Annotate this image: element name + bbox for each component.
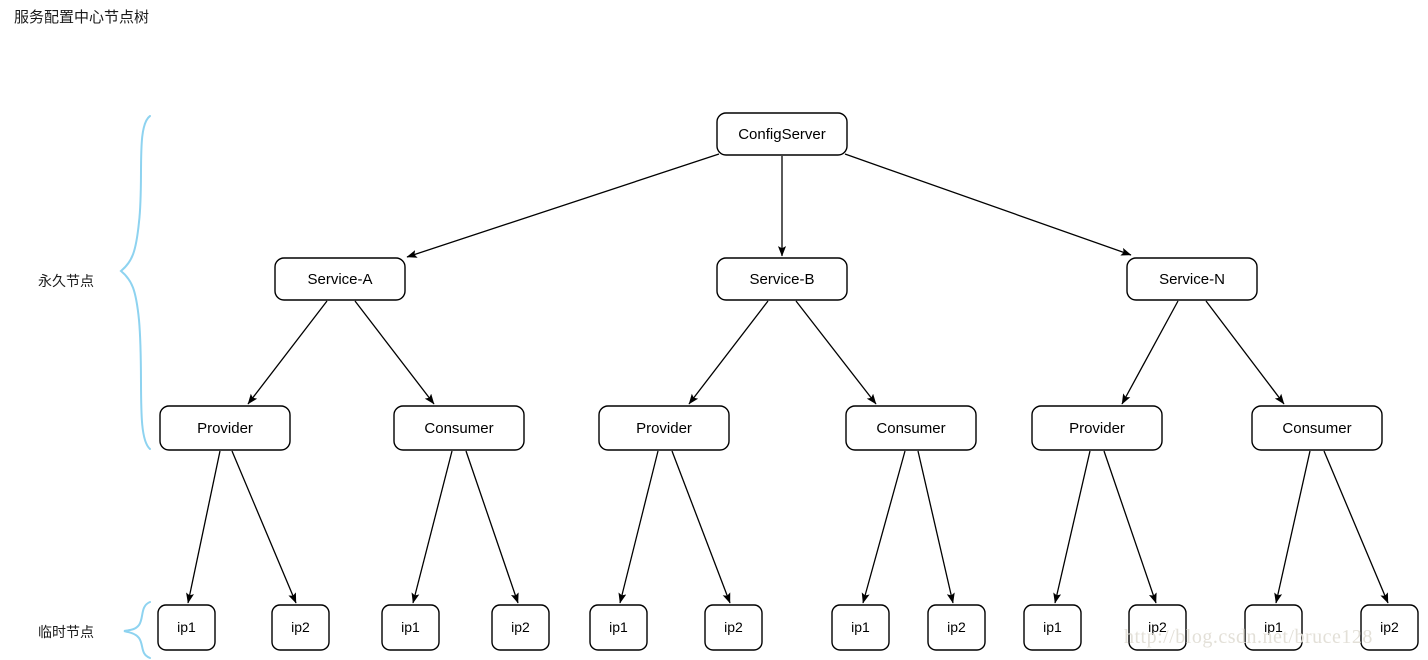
role-node-provider-4[interactable]: Provider	[1031, 405, 1163, 451]
ip-node-box	[381, 604, 440, 651]
ip-node-ip2-3[interactable]: ip2	[491, 604, 550, 651]
ip-node-label: ip2	[1148, 619, 1167, 635]
role-node-consumer-5[interactable]: Consumer	[1251, 405, 1383, 451]
role-node-provider-0[interactable]: Provider	[159, 405, 291, 451]
edge-configserver-to-service-n	[844, 153, 1132, 256]
edge-provider-2-to-ip1	[618, 450, 659, 604]
root-node-configserver-0[interactable]: ConfigServer	[716, 112, 848, 156]
ip-node-ip1-6[interactable]: ip1	[831, 604, 890, 651]
edge-consumer-1-to-ip2	[465, 450, 519, 604]
role-node-box	[845, 405, 977, 451]
ip-node-ip2-11[interactable]: ip2	[1360, 604, 1419, 651]
edge-provider-3-to-ip2	[1103, 450, 1157, 604]
root-node-label: ConfigServer	[738, 126, 826, 143]
ip-node-label: ip1	[851, 619, 870, 635]
ip-node-box	[1023, 604, 1082, 651]
root-node-box	[716, 112, 848, 156]
page-title: 服务配置中心节点树	[14, 9, 150, 26]
role-node-consumer-1[interactable]: Consumer	[393, 405, 525, 451]
ip-node-label: ip1	[177, 619, 196, 635]
edge-provider-1-to-ip2	[231, 450, 297, 604]
ip-node-label: ip2	[1380, 619, 1399, 635]
service-node-box	[716, 257, 848, 301]
edge-service-a-to-consumer-1	[354, 300, 435, 405]
edge-consumer-3-to-ip2	[1323, 450, 1389, 604]
service-node-label: Service-B	[749, 271, 814, 288]
edge-provider-3-to-ip1	[1053, 450, 1091, 604]
ip-node-box	[589, 604, 648, 651]
service-node-box	[274, 257, 406, 301]
ip-node-ip1-2[interactable]: ip1	[381, 604, 440, 651]
service-node-service-n-2[interactable]: Service-N	[1126, 257, 1258, 301]
ip-node-box	[157, 604, 216, 651]
label-ephemeral-nodes: 临时节点	[38, 624, 94, 640]
role-node-box	[598, 405, 730, 451]
ip-node-label: ip2	[724, 619, 743, 635]
ip-node-box	[271, 604, 330, 651]
edge-service-a-to-provider-1	[247, 300, 328, 405]
edge-provider-1-to-ip1	[186, 450, 221, 604]
role-node-label: Consumer	[424, 420, 493, 437]
service-node-box	[1126, 257, 1258, 301]
edge-consumer-3-to-ip1	[1274, 450, 1311, 604]
ip-node-box	[1128, 604, 1187, 651]
ip-node-box	[704, 604, 763, 651]
ip-node-label: ip2	[511, 619, 530, 635]
role-node-label: Provider	[636, 420, 692, 437]
role-node-box	[1251, 405, 1383, 451]
ip-node-ip2-7[interactable]: ip2	[927, 604, 986, 651]
ip-node-ip1-10[interactable]: ip1	[1244, 604, 1303, 651]
role-node-label: Consumer	[876, 420, 945, 437]
brace-ephemeral	[123, 601, 151, 659]
edge-consumer-1-to-ip1	[411, 450, 453, 604]
role-node-box	[159, 405, 291, 451]
ip-node-box	[927, 604, 986, 651]
brace-group	[119, 115, 151, 659]
edge-consumer-2-to-ip2	[917, 450, 955, 604]
edge-service-n-to-consumer-3	[1205, 300, 1285, 405]
service-node-label: Service-A	[307, 271, 372, 288]
ip-node-ip2-9[interactable]: ip2	[1128, 604, 1187, 651]
ip-node-ip1-0[interactable]: ip1	[157, 604, 216, 651]
brace-persistent	[119, 115, 151, 450]
ip-node-label: ip2	[291, 619, 310, 635]
ip-node-label: ip1	[1043, 619, 1062, 635]
service-node-service-b-1[interactable]: Service-B	[716, 257, 848, 301]
edge-consumer-2-to-ip1	[861, 450, 906, 604]
ip-node-box	[491, 604, 550, 651]
ip-node-ip2-1[interactable]: ip2	[271, 604, 330, 651]
ip-node-box	[831, 604, 890, 651]
ip-node-label: ip2	[947, 619, 966, 635]
edge-service-b-to-consumer-2	[795, 300, 877, 405]
ip-node-box	[1244, 604, 1303, 651]
edge-configserver-to-service-a	[406, 153, 720, 258]
edge-service-n-to-provider-3	[1121, 300, 1179, 405]
role-node-label: Consumer	[1282, 420, 1351, 437]
role-node-label: Provider	[197, 420, 253, 437]
service-node-label: Service-N	[1159, 271, 1225, 288]
label-persistent-nodes: 永久节点	[38, 273, 94, 289]
role-node-consumer-3[interactable]: Consumer	[845, 405, 977, 451]
role-node-box	[1031, 405, 1163, 451]
role-node-provider-2[interactable]: Provider	[598, 405, 730, 451]
role-node-label: Provider	[1069, 420, 1125, 437]
ip-node-label: ip1	[609, 619, 628, 635]
service-node-service-a-0[interactable]: Service-A	[274, 257, 406, 301]
ip-node-label: ip1	[401, 619, 420, 635]
edge-service-b-to-provider-2	[688, 300, 769, 405]
ip-node-ip1-8[interactable]: ip1	[1023, 604, 1082, 651]
ip-node-ip1-4[interactable]: ip1	[589, 604, 648, 651]
role-node-box	[393, 405, 525, 451]
ip-node-label: ip1	[1264, 619, 1283, 635]
ip-node-box	[1360, 604, 1419, 651]
ip-node-ip2-5[interactable]: ip2	[704, 604, 763, 651]
edges-group	[186, 153, 1389, 604]
edge-provider-2-to-ip2	[671, 450, 731, 604]
